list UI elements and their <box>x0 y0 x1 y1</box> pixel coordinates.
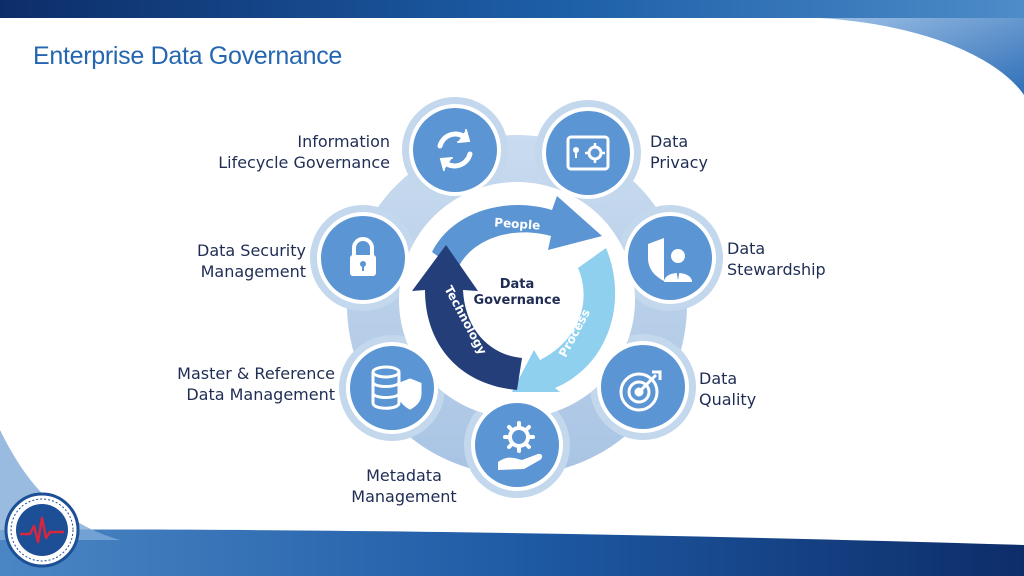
label-data-quality: Data Quality <box>699 368 756 410</box>
cycle-arrow-technology <box>412 245 522 390</box>
label-line1: Metadata <box>366 466 442 485</box>
slide-title: Enterprise Data Governance <box>33 42 343 70</box>
label-line1: Master & Reference <box>177 364 335 383</box>
cycle-arrow-process <box>512 248 616 392</box>
label-line2: Management <box>200 262 306 281</box>
label-line2: Lifecycle Governance <box>218 153 390 172</box>
label-line1: Data <box>699 369 738 388</box>
label-data-privacy: Data Privacy <box>650 131 708 173</box>
label-data-security: Data Security Management <box>197 240 306 282</box>
label-line2: Quality <box>699 390 757 409</box>
safe-gear-icon <box>566 135 610 171</box>
hand-gear-icon <box>498 421 543 470</box>
label-data-stewardship: Data Stewardship <box>727 238 826 280</box>
cycle-label-people: People <box>494 215 541 232</box>
label-master-reference-data: Master & Reference Data Management <box>177 363 335 405</box>
node-metadata-management <box>471 399 563 491</box>
label-line2: Privacy <box>650 153 708 172</box>
center-label-line2: Governance <box>473 293 560 308</box>
label-line2: Management <box>351 487 457 506</box>
label-line2: Stewardship <box>727 260 826 279</box>
database-shield-icon <box>371 365 422 410</box>
node-information-lifecycle <box>409 104 501 196</box>
center-label-line1: Data <box>500 277 535 292</box>
node-data-privacy <box>542 107 634 199</box>
agency-seal-icon <box>4 492 80 568</box>
node-master-reference-data <box>346 342 438 434</box>
node-data-stewardship <box>624 212 716 304</box>
label-line1: Data <box>650 132 689 151</box>
target-arrow-icon <box>619 370 662 412</box>
label-line2: Data Management <box>186 385 335 404</box>
shield-person-icon <box>648 238 692 282</box>
node-data-quality <box>597 341 689 433</box>
label-line1: Information <box>297 132 390 151</box>
label-line1: Data <box>727 239 766 258</box>
padlock-icon <box>350 237 376 276</box>
label-information-lifecycle: Information Lifecycle Governance <box>218 131 390 173</box>
label-metadata-management: Metadata Management <box>344 465 464 507</box>
refresh-arrows-icon <box>437 129 473 171</box>
node-data-security <box>317 212 409 304</box>
cycle-arrow-people <box>432 196 602 270</box>
label-line1: Data Security <box>197 241 306 260</box>
